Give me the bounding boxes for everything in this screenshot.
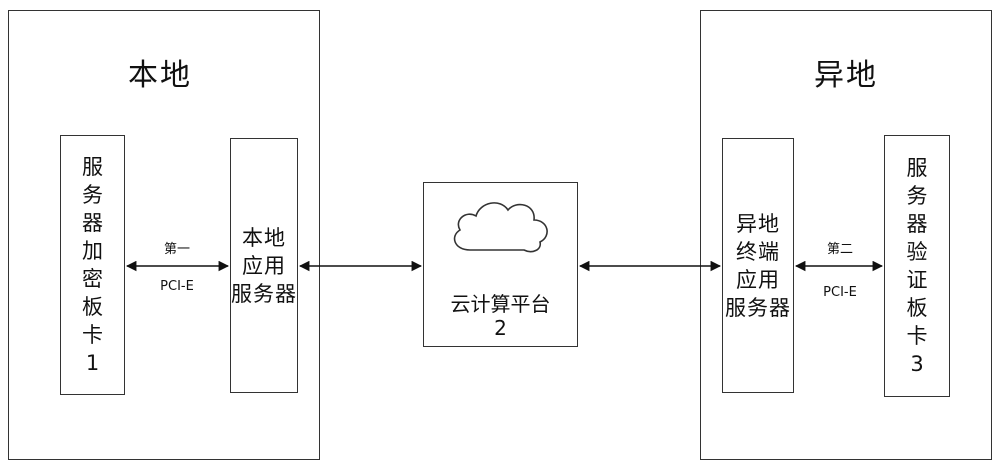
label-char: 服 [82, 155, 103, 179]
label-char: 证 [906, 268, 928, 292]
server-verification-card-label: 服务器验证板卡 3 [884, 135, 950, 397]
remote-title: 异地 [814, 58, 878, 93]
cloud-platform-label: 云计算平台 2 [423, 292, 578, 340]
link-1-label-top: 第一 [163, 242, 190, 257]
label-line: 异地 [736, 211, 780, 236]
label-char: 卡 [82, 323, 103, 347]
label-char: 加 [82, 239, 103, 263]
label-line: 应用 [736, 267, 780, 292]
label-char: 务 [82, 183, 103, 207]
label-char: 3 [910, 352, 924, 376]
link-1-label-bottom: PCI-E [160, 279, 194, 294]
label-char: 板 [906, 296, 928, 320]
cloud-platform-name: 云计算平台 [450, 292, 551, 316]
remote-terminal-application-server-label: 异地终端应用服务器 [722, 138, 794, 393]
local-title: 本地 [128, 58, 192, 93]
server-verification-card [884, 135, 950, 397]
label-char: 卡 [906, 324, 928, 348]
label-char: 1 [85, 351, 100, 375]
label-char: 板 [82, 295, 103, 319]
link-2-label-bottom: PCI-E [823, 285, 857, 300]
server-encryption-card-label: 服务器加密板卡 1 [60, 135, 125, 395]
label-line: 服务器 [231, 281, 297, 306]
cloud-icon [453, 202, 548, 253]
label-char: 器 [82, 211, 103, 235]
local-application-server [230, 138, 298, 393]
label-char: 密 [82, 267, 103, 291]
label-char: 务 [906, 184, 928, 208]
link-2-label-top: 第二 [826, 242, 853, 257]
label-char: 器 [906, 212, 928, 236]
local-application-server-label: 本地应用服务器 [230, 138, 298, 393]
label-line: 应用 [242, 253, 286, 278]
label-char: 服 [906, 156, 928, 180]
label-line: 服务器 [725, 295, 791, 320]
cloud-platform-number: 2 [494, 316, 507, 340]
server-encryption-card [60, 135, 125, 395]
label-line: 终端 [736, 239, 780, 264]
label-char: 验 [906, 240, 928, 264]
label-line: 本地 [242, 225, 286, 250]
remote-terminal-application-server [722, 138, 794, 393]
